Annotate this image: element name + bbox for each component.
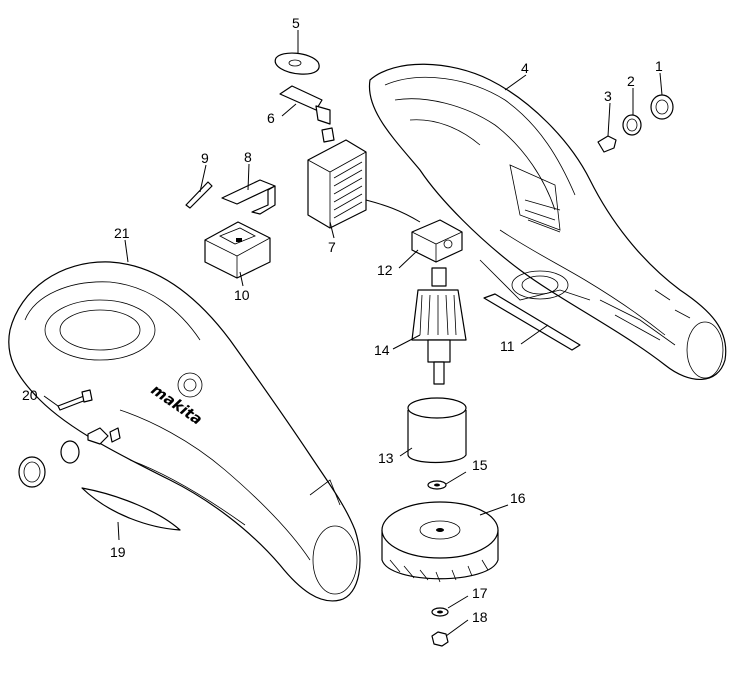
part-1-ring xyxy=(650,94,674,120)
callout-12: 12 xyxy=(377,262,393,278)
part-10-terminal-block xyxy=(204,221,271,279)
callout-21: 21 xyxy=(114,225,130,241)
callout-13: 13 xyxy=(378,450,394,466)
part-9-pin xyxy=(185,181,213,209)
part-19-guard xyxy=(81,487,181,531)
part-15-washer xyxy=(427,480,447,490)
callout-11: 11 xyxy=(500,338,515,354)
small-parts-left xyxy=(18,427,121,488)
callout-18: 18 xyxy=(472,609,488,625)
part-6-switch xyxy=(279,85,335,143)
callout-labels: 1 2 3 4 5 6 7 8 9 10 11 12 13 14 15 16 1… xyxy=(22,15,663,625)
part-11-strip xyxy=(483,293,581,351)
callout-16: 16 xyxy=(510,490,526,506)
part-14-motor-armature xyxy=(411,267,467,385)
part-8-bracket xyxy=(221,179,276,215)
part-5-button-cap xyxy=(274,52,320,75)
part-3-clip xyxy=(597,135,617,153)
callout-5: 5 xyxy=(292,15,300,31)
part-13-sleeve xyxy=(407,397,467,464)
callout-10: 10 xyxy=(234,287,250,303)
part-17-washer xyxy=(431,607,449,617)
leader-lines xyxy=(43,30,663,637)
part-4-housing-right xyxy=(368,63,727,380)
part-20-screw xyxy=(57,389,93,411)
callout-8: 8 xyxy=(244,149,252,165)
callout-2: 2 xyxy=(627,73,635,89)
callout-14: 14 xyxy=(374,342,390,358)
callout-1: 1 xyxy=(655,58,663,74)
callout-19: 19 xyxy=(110,544,126,560)
callout-4: 4 xyxy=(521,60,529,76)
callout-20: 20 xyxy=(22,387,38,403)
part-18-nut xyxy=(431,631,449,647)
part-12-switch-unit xyxy=(411,219,463,263)
callout-6: 6 xyxy=(267,110,275,126)
callout-17: 17 xyxy=(472,585,488,601)
callout-3: 3 xyxy=(604,88,612,104)
part-16-fan xyxy=(381,501,499,583)
part-2-ring xyxy=(622,114,642,136)
callout-7: 7 xyxy=(328,239,336,255)
callout-15: 15 xyxy=(472,457,488,473)
callout-9: 9 xyxy=(201,150,209,166)
part-21-housing-left: makita xyxy=(8,261,361,602)
part-7-filter xyxy=(307,139,421,229)
